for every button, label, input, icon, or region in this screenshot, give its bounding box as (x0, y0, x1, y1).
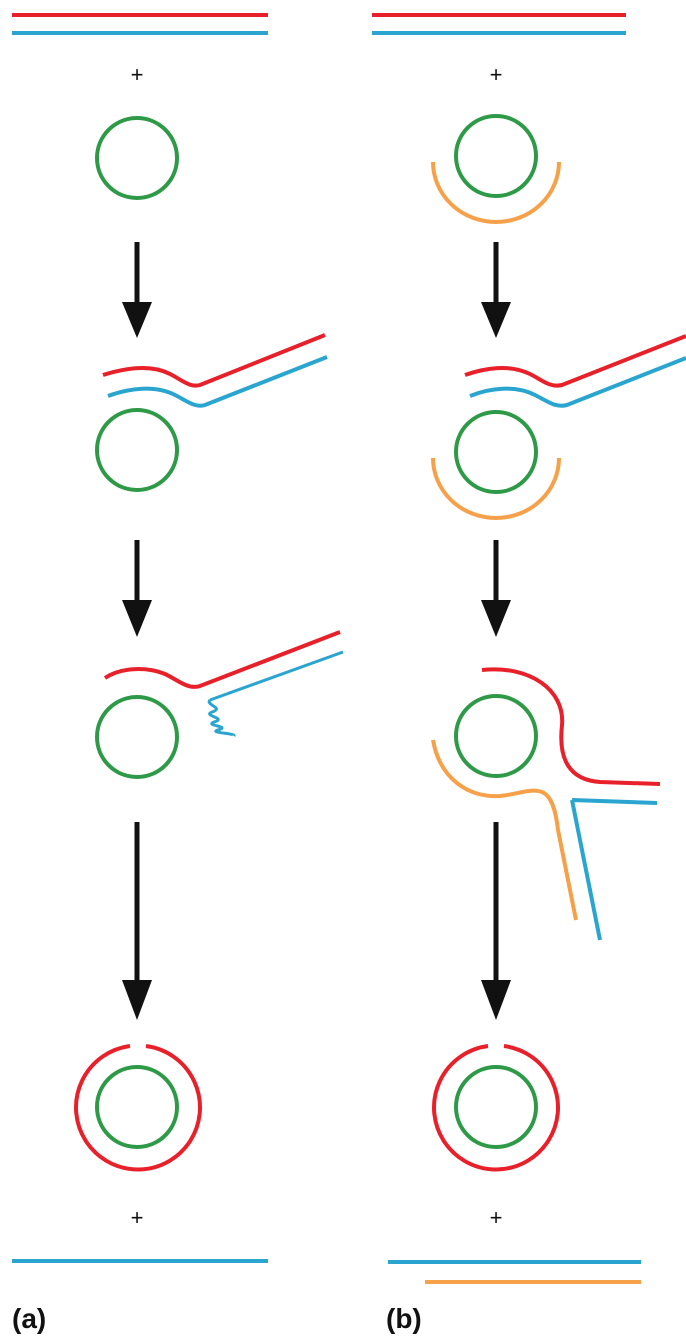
panel-a-blue-strand-3 (209, 650, 344, 702)
panel-a-green-circle-2 (95, 408, 179, 492)
panel-a: + + (a) (12, 13, 344, 1334)
panel-b-arrow-1 (481, 242, 511, 338)
panel-b-blue-strand-3 (570, 798, 658, 941)
panel-b-red-ring (432, 1044, 560, 1172)
panel-b-red-strand-3 (481, 667, 661, 786)
panel-a-label: (a) (12, 1303, 46, 1334)
panel-b-arrow-3 (481, 822, 511, 1020)
panel-b-green-circle-2 (454, 410, 538, 494)
panel-b-plus-top: + (490, 62, 503, 87)
panel-b-green-circle-3 (454, 694, 538, 778)
panel-a-plus-top: + (131, 62, 144, 87)
panel-a-arrow-1 (122, 242, 152, 338)
panel-a-red-ring (74, 1044, 202, 1172)
panel-b-label: (b) (386, 1303, 422, 1334)
panel-b-orange-strand-3 (431, 739, 578, 921)
panel-b-orange-arc-1 (431, 161, 561, 224)
panel-b-green-circle-1 (454, 114, 538, 198)
panel-b-plus-bottom: + (490, 1205, 503, 1230)
panel-a-green-circle-4 (95, 1065, 179, 1149)
panel-b-green-circle-4 (454, 1065, 538, 1149)
panel-a-arrow-3 (122, 822, 152, 1020)
panel-a-blue-strand-2 (107, 355, 328, 408)
panel-a-red-strand-3 (103, 630, 341, 689)
panel-a-arrow-2 (122, 540, 152, 637)
panel-b-blue-strand-2 (469, 356, 686, 408)
panel-a-plus-bottom: + (131, 1205, 144, 1230)
panel-b-orange-arc-2 (431, 457, 561, 520)
panel-b: + + (372, 13, 686, 1334)
panel-a-blue-squiggle (207, 698, 236, 738)
panel-b-red-strand-2 (464, 334, 686, 388)
panel-a-red-strand-2 (102, 333, 326, 388)
panel-a-green-circle-1 (95, 116, 179, 200)
panel-a-green-circle-3 (95, 695, 179, 779)
panel-b-arrow-2 (481, 540, 511, 637)
